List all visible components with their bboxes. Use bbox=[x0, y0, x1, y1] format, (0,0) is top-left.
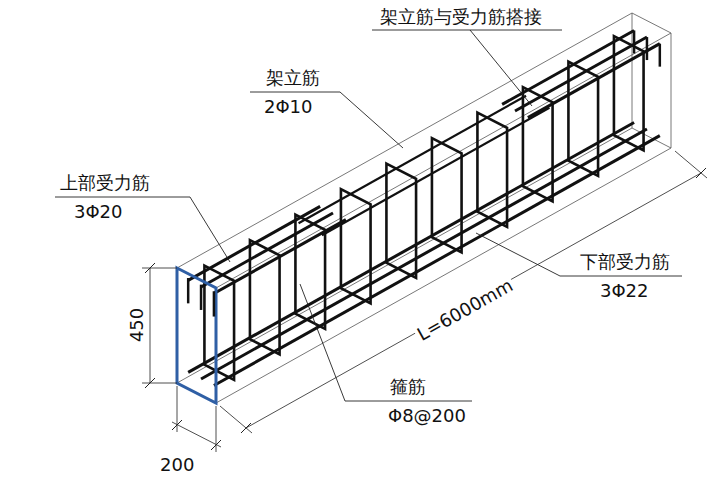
beam-end-face bbox=[632, 13, 671, 148]
dimension-tick bbox=[696, 168, 706, 178]
dimension-tick bbox=[172, 420, 182, 430]
dimension-line bbox=[172, 422, 221, 447]
extension-line bbox=[220, 406, 252, 433]
top-bar bbox=[201, 213, 333, 287]
dimension-tick bbox=[145, 263, 155, 273]
dimension-line bbox=[246, 173, 701, 428]
dimension-label: 200 bbox=[158, 455, 196, 475]
leader-line bbox=[190, 197, 230, 262]
dimension-label: L=6000mm bbox=[412, 274, 518, 345]
dimension-label: 上部受力筋 bbox=[58, 173, 152, 193]
erection-bar bbox=[322, 108, 550, 236]
extension-line bbox=[142, 383, 177, 384]
dimension-label: 架立筋 bbox=[264, 68, 322, 88]
dimension-tick bbox=[211, 440, 221, 450]
dimension-label: 3Φ20 bbox=[72, 202, 125, 222]
leader-underline bbox=[345, 401, 472, 402]
leader-underline bbox=[250, 92, 340, 93]
leader-line bbox=[340, 92, 403, 148]
leader-underline bbox=[55, 197, 190, 198]
extension-line bbox=[142, 268, 177, 269]
dimension-label: 下部受力筋 bbox=[578, 252, 672, 272]
leader-underline bbox=[372, 30, 562, 31]
leader-line bbox=[476, 233, 560, 276]
dimension-label: Φ8@200 bbox=[386, 406, 468, 426]
bar-hook bbox=[633, 30, 636, 53]
dimension-label: 箍筋 bbox=[388, 377, 428, 397]
dimension-label: 架立筋与受力筋搭接 bbox=[378, 7, 544, 27]
beam-edge bbox=[177, 128, 632, 383]
top-bar bbox=[188, 206, 320, 280]
dimension-tick bbox=[145, 378, 155, 388]
bar-hook bbox=[646, 37, 649, 60]
bar-end bbox=[213, 291, 216, 316]
beam-edge bbox=[216, 148, 671, 403]
dimension-tick bbox=[241, 423, 251, 433]
beam-section bbox=[177, 268, 216, 403]
bar-hook bbox=[659, 44, 662, 67]
top-bar bbox=[528, 44, 660, 118]
erection-bar bbox=[299, 96, 527, 224]
dimension-label: 450 bbox=[127, 306, 147, 344]
beam-edge bbox=[177, 13, 632, 268]
bar-end bbox=[187, 278, 190, 303]
leader-line bbox=[300, 284, 345, 401]
bar-end bbox=[200, 285, 203, 310]
extension-line bbox=[675, 151, 707, 178]
beam-edge bbox=[216, 33, 671, 288]
leader-line bbox=[470, 30, 532, 106]
dimension-label: 3Φ22 bbox=[598, 281, 651, 301]
dimension-line bbox=[150, 268, 151, 383]
top-bar bbox=[214, 220, 346, 294]
dimension-label: 2Φ10 bbox=[262, 97, 315, 117]
leader-underline bbox=[560, 276, 682, 277]
top-bar bbox=[515, 37, 647, 111]
